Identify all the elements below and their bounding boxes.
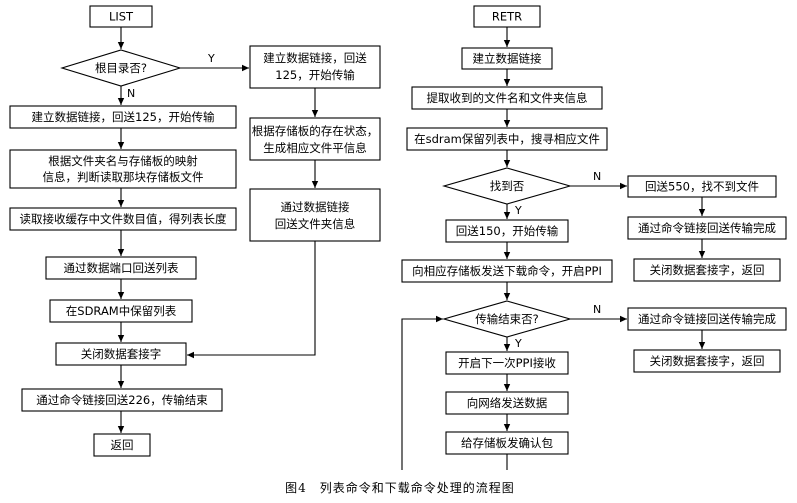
list-yes-step3-box [249, 188, 381, 242]
retr-step1-label: 建立数据链接 [473, 52, 542, 66]
list-yes-step1-line2: 125，开始传输 [275, 68, 355, 82]
retr-done-step2-label: 关闭数据套接字，返回 [650, 354, 765, 368]
list-no-step2-line1: 根据文件夹名与存储板的映射 [48, 154, 198, 168]
retr-done-no-label: N [593, 303, 601, 316]
list-start-label: LIST [109, 10, 134, 24]
list-yes-step3-line1: 通过数据链接 [281, 200, 350, 214]
list-no-step1-label: 建立数据链接，回送125，开始传输 [32, 110, 215, 124]
list-yes-step2-line1: 根据存储板的存在状态， [252, 124, 379, 138]
retr-loop-step1-label: 开启下一次PPI接收 [458, 356, 556, 370]
retr-start-label: RETR [492, 10, 522, 24]
list-yes-label: Y [207, 52, 215, 65]
retr-loop-step2-label: 向网络发送数据 [467, 396, 548, 410]
retr-done-yes-label: Y [514, 337, 522, 350]
retr-decision-done-label: 传输结束否? [475, 312, 539, 326]
loop-back-arrow [401, 315, 443, 470]
retr-step2-label: 提取收到的文件名和文件夹信息 [427, 91, 588, 105]
retr-loop-step3-label: 给存储板发确认包 [461, 436, 553, 450]
figure-caption: 图4 列表命令和下载命令处理的流程图 [285, 480, 515, 495]
retr-notfound-step2-label: 通过命令链接回送传输完成 [638, 221, 776, 235]
list-yes-step2-line2: 生成相应文件平信息 [263, 141, 367, 155]
list-no-step1-box [9, 105, 237, 129]
list-no-step5-label: 在SDRAM中保留列表 [66, 304, 177, 318]
list-send-226-box [21, 388, 223, 412]
list-send-226-label: 通过命令链接回送226，传输结束 [36, 393, 208, 407]
list-no-step3-box [9, 207, 237, 231]
retr-decision-found-label: 找到否 [490, 179, 525, 193]
list-no-step2-line2: 信息，判断读取那块存储板文件 [43, 170, 204, 184]
retr-notfound-step3-label: 关闭数据套接字，返回 [650, 263, 765, 277]
list-return-box [93, 433, 151, 457]
list-decision-root-label: 根目录否? [95, 61, 147, 75]
list-no-label: N [127, 87, 135, 100]
list-return-label: 返回 [111, 438, 134, 452]
list-no-step4-label: 通过数据端口回送列表 [64, 261, 179, 275]
retr-notfound-step2-box [627, 216, 787, 240]
arrow [187, 241, 316, 359]
list-yes-step3-line2: 回送文件夹信息 [275, 217, 356, 231]
retr-found-step1-label: 回送150，开始传输 [456, 224, 559, 238]
list-yes-step1-box [249, 45, 381, 89]
retr-done-step1-box [627, 307, 787, 331]
list-close-socket-label: 关闭数据套接字 [81, 347, 162, 361]
retr-found-step2-label: 向相应存储板发送下载命令，开启PPI [412, 264, 602, 278]
retr-yes-label: Y [514, 204, 522, 217]
list-yes-step1-line1: 建立数据链接，回送 [263, 51, 367, 65]
list-no-step3-label: 读取接收缓存中文件数目值，得列表长度 [20, 212, 227, 226]
retr-done-step1-label: 通过命令链接回送传输完成 [638, 312, 776, 326]
retr-done-step2-box [633, 349, 781, 373]
retr-step3-label: 在sdram保留列表中，搜寻相应文件 [414, 132, 600, 146]
retr-notfound-step1-label: 回送550，找不到文件 [645, 180, 759, 194]
list-yes-step2-box [249, 117, 381, 161]
list-flow: LIST 根目录否? Y N 建立数据链接，回送125，开始传输 根据文件夹名与… [9, 5, 381, 457]
list-no-step2-box [9, 149, 237, 189]
retr-no-label: N [593, 170, 601, 183]
retr-flow: RETR 建立数据链接 提取收到的文件名和文件夹信息 在sdram保留列表中，搜… [401, 5, 787, 470]
retr-notfound-step3-box [633, 258, 781, 282]
